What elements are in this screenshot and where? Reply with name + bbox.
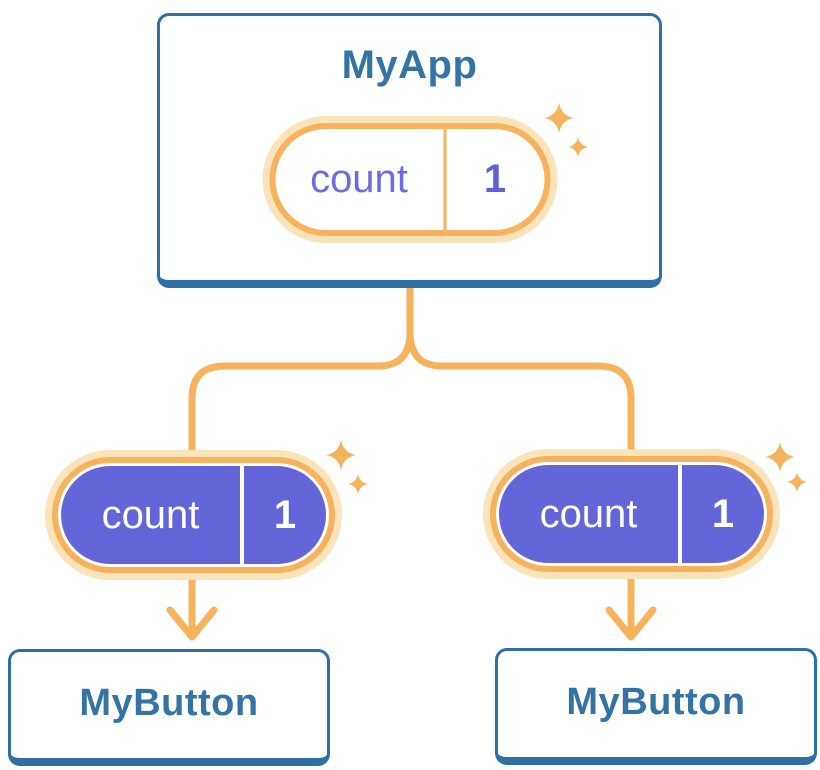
arrow-head bbox=[605, 606, 657, 641]
prop-label: count bbox=[539, 491, 638, 536]
prop-pill-left: count 1 bbox=[45, 450, 342, 580]
state-label: count bbox=[310, 157, 408, 201]
sparkle-small bbox=[348, 474, 368, 494]
prop-pill-right: count 1 bbox=[483, 449, 780, 579]
pill-divider bbox=[240, 466, 244, 564]
state-pill-ring: count 1 bbox=[269, 123, 550, 236]
state-pill: count 1 bbox=[262, 116, 557, 243]
prop-pill-ring: count 1 bbox=[490, 456, 773, 572]
sparkle-big bbox=[326, 440, 356, 470]
sparkle-small bbox=[787, 472, 807, 492]
prop-pill-fill: count 1 bbox=[61, 466, 326, 564]
component-title: MyButton bbox=[566, 680, 746, 723]
component-title: MyButton bbox=[79, 681, 259, 724]
pill-divider bbox=[678, 465, 682, 563]
prop-value: 1 bbox=[273, 492, 297, 537]
prop-label: count bbox=[101, 492, 200, 537]
prop-value: 1 bbox=[711, 491, 735, 536]
component-card-myapp: MyApp count 1 bbox=[157, 13, 662, 288]
arrow-head bbox=[166, 606, 218, 641]
component-card-mybutton-right: MyButton bbox=[495, 648, 817, 765]
prop-pill-fill: count 1 bbox=[499, 465, 764, 563]
sparkle-big bbox=[765, 442, 795, 472]
component-card-mybutton-left: MyButton bbox=[8, 649, 330, 766]
prop-pill-ring: count 1 bbox=[52, 457, 335, 573]
branch-line-left bbox=[188, 284, 414, 452]
branch-line-right bbox=[406, 284, 635, 451]
pill-divider bbox=[443, 129, 446, 230]
state-value: 1 bbox=[483, 157, 507, 201]
component-title: MyApp bbox=[341, 43, 478, 87]
